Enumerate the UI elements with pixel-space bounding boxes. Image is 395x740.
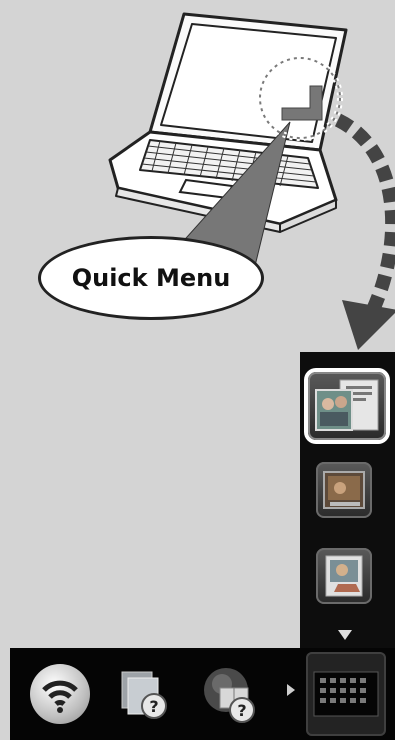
support-button[interactable]: ? xyxy=(200,664,264,728)
support-icon: ? xyxy=(200,664,264,728)
triangle-right-icon[interactable] xyxy=(287,684,295,696)
svg-text:?: ? xyxy=(149,697,158,716)
quick-menu-item-photo-print[interactable] xyxy=(316,462,372,518)
all-apps-grid-icon xyxy=(306,652,386,736)
dashed-arrow xyxy=(338,120,392,312)
photo-edit-icon xyxy=(316,548,372,604)
online-manual-button[interactable]: ? xyxy=(116,664,176,724)
online-manual-icon: ? xyxy=(116,664,176,724)
svg-text:?: ? xyxy=(237,701,246,720)
all-apps-grid-button[interactable] xyxy=(306,652,386,736)
arrow-head-icon xyxy=(342,300,395,350)
quick-menu-item-my-image-garden[interactable] xyxy=(308,372,386,440)
wireless-connection-button[interactable] xyxy=(30,664,90,724)
photo-print-icon xyxy=(316,462,372,518)
my-image-garden-icon xyxy=(308,372,386,440)
quick-menu-callout: Quick Menu xyxy=(38,236,264,320)
wireless-connection-icon xyxy=(30,664,90,724)
quick-menu-item-photo-edit[interactable] xyxy=(316,548,372,604)
callout-label: Quick Menu xyxy=(72,264,231,292)
triangle-down-icon[interactable] xyxy=(338,630,352,640)
